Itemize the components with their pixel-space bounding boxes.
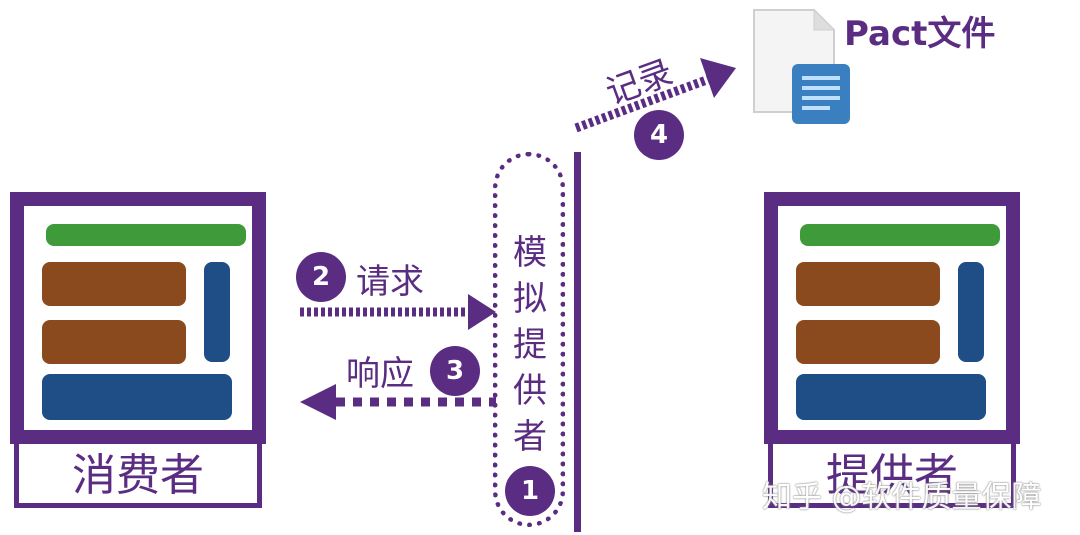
- consumer-green-bar: [46, 224, 246, 246]
- step-3-badge: 3: [430, 346, 480, 396]
- mock-char-4: 供: [513, 371, 547, 411]
- mock-provider-label: 模 拟 提 供 者: [510, 230, 550, 460]
- pact-file-label: Pact文件: [844, 14, 996, 54]
- provider-box: [764, 192, 1020, 444]
- mock-divider-line: [574, 152, 581, 532]
- record-arrow: [574, 58, 736, 133]
- consumer-side-bar: [204, 262, 230, 362]
- mock-char-1: 模: [513, 233, 547, 273]
- consumer-label: 消费者: [14, 444, 262, 508]
- watermark: 知乎 @软件质量保障: [762, 480, 1042, 515]
- provider-label: 提供者: [768, 444, 1016, 508]
- response-label: 响应: [346, 354, 414, 394]
- consumer-box: [10, 192, 266, 444]
- provider-brown-bar-2: [796, 320, 940, 364]
- consumer-bottom-bar: [42, 374, 232, 420]
- mock-char-2: 拟: [513, 279, 547, 319]
- request-label: 请求: [356, 262, 424, 302]
- mock-provider-capsule: [493, 152, 565, 527]
- provider-brown-bar-1: [796, 262, 940, 306]
- step-1-badge: 1: [505, 466, 555, 516]
- step-2-badge: 2: [296, 252, 346, 302]
- mock-char-5: 者: [513, 417, 547, 457]
- mock-char-3: 提: [513, 325, 547, 365]
- provider-side-bar: [958, 262, 984, 362]
- response-arrow: [300, 384, 496, 420]
- consumer-brown-bar-1: [42, 262, 186, 306]
- consumer-brown-bar-2: [42, 320, 186, 364]
- provider-green-bar: [800, 224, 1000, 246]
- document-icon: [752, 8, 852, 126]
- step-4-badge: 4: [634, 110, 684, 160]
- provider-bottom-bar: [796, 374, 986, 420]
- request-arrow: [300, 294, 496, 330]
